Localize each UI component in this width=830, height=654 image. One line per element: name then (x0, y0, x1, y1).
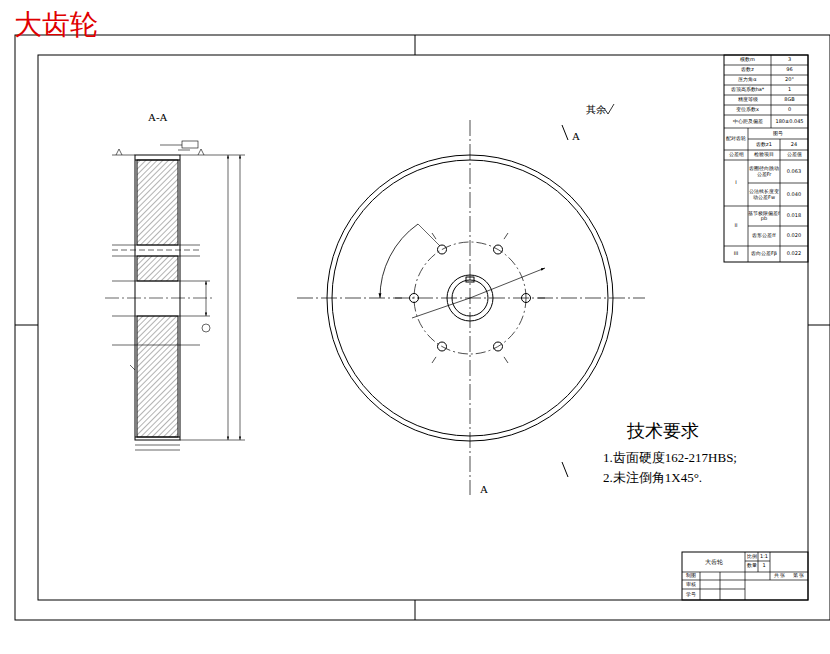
title-block (682, 552, 808, 600)
table-cell: 96 (771, 67, 808, 73)
table-cell: 1 (771, 87, 808, 93)
section-label: A-A (148, 111, 168, 123)
table-cell: 制图 (682, 573, 700, 579)
table-cell: 齿数z1 (748, 142, 780, 148)
table-cell: 模数m (724, 57, 771, 63)
table-cell: 审核 (682, 582, 700, 588)
table-cell: 第 张 (789, 573, 808, 579)
table-cell: 0.063 (780, 169, 808, 175)
table-cell: 3 (771, 57, 808, 63)
front-view (297, 104, 645, 495)
table-cell: 1 (758, 563, 770, 569)
table-cell: 检验项目 (748, 152, 780, 158)
table-cell: I (724, 180, 748, 186)
table-cell: 8GB (771, 97, 808, 103)
table-cell: 公法线长度变动公差Fw (748, 189, 780, 200)
table-cell: 变位系数x (724, 107, 771, 113)
table-cell: 比例 (745, 554, 758, 560)
table-cell: 公差组 (724, 152, 748, 158)
table-cell: 精度等级 (724, 97, 771, 103)
note-line: 1.齿面硬度162-217HBS; (603, 451, 737, 465)
table-cell: 齿顶高系数ha* (724, 87, 771, 93)
table-cell: 图号 (748, 131, 808, 137)
table-cell: 齿向公差Fβ (748, 251, 780, 257)
table-cell: 齿形公差ff (748, 233, 780, 239)
frame (15, 35, 830, 620)
notes-heading: 技术要求 (627, 422, 699, 442)
parameter-table (724, 55, 808, 262)
table-cell: 齿圈径向跳动公差Fr (748, 166, 780, 177)
table-cell: 齿数z (724, 67, 771, 73)
table-cell: 共 张 (770, 573, 789, 579)
table-cell: 24 (780, 142, 808, 148)
table-cell: 数量 (745, 563, 758, 569)
table-cell: II (724, 223, 748, 229)
section-mark: A (572, 130, 580, 142)
table-cell: 配对齿轮 (724, 136, 748, 142)
table-cell: 20° (771, 77, 808, 83)
table-cell: 基节极限偏差fpb (748, 211, 780, 222)
table-cell: 0.020 (780, 233, 808, 239)
table-cell: 压力角α (724, 77, 771, 83)
section-view (105, 141, 245, 450)
table-cell: 0.022 (780, 251, 808, 257)
table-cell: 0.040 (780, 192, 808, 198)
table-cell: 0.018 (780, 213, 808, 219)
table-cell: 中心距及偏差 (724, 119, 771, 125)
table-cell: 180±0.045 (771, 119, 808, 125)
note-line: 2.未注倒角1X45°. (603, 471, 702, 485)
table-cell: 公差值 (780, 152, 808, 158)
table-cell: 学号 (682, 592, 700, 598)
table-cell: III (724, 251, 748, 257)
roughness-note: 其余 (586, 104, 606, 115)
table-cell: 0 (771, 107, 808, 113)
sheet-title: 大齿轮 (14, 10, 98, 41)
table-cell: 1:1 (758, 554, 770, 560)
part-name: 大齿轮 (682, 559, 745, 566)
section-mark: A (480, 483, 488, 495)
